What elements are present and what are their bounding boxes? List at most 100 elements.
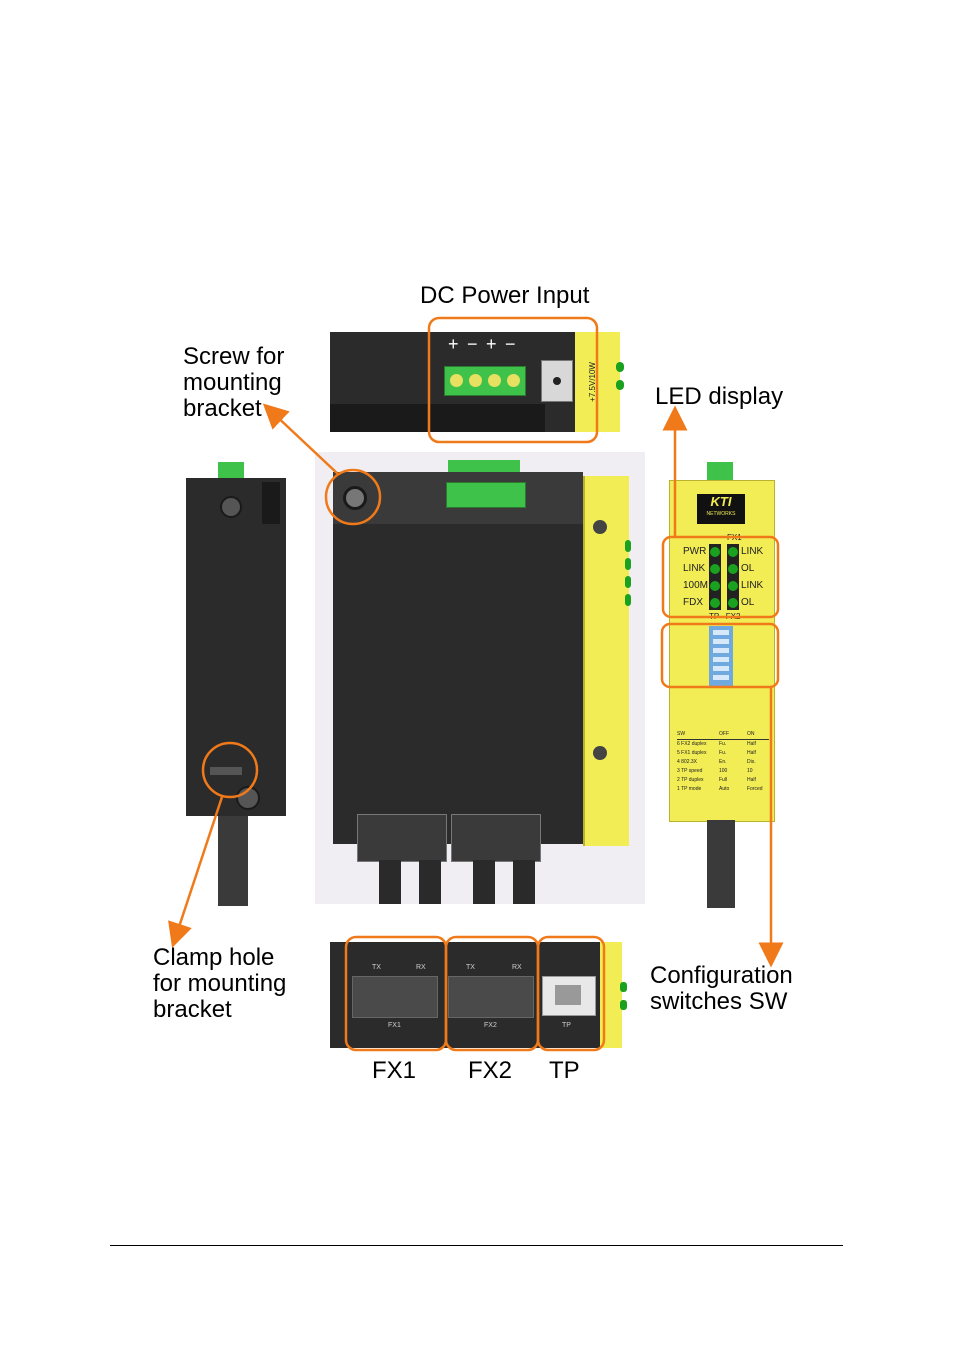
fiber-connector-fx2 [451,814,541,862]
led-nub [625,558,631,570]
callout-tp: TP [549,1057,580,1084]
side-rail [262,482,280,524]
fiber-cable [379,860,401,904]
sw-row-name: 3 TP speed [677,768,703,774]
led-indicator-icon [728,598,738,608]
sw-table-row: 6 FX2 duplex Fu. Half [677,740,769,749]
callout-configuration-switches: Configuration switches SW [650,962,793,1015]
terminal-sign: − [467,334,478,354]
dip-switch-block [709,626,733,686]
main-housing [333,524,583,844]
terminal-screw [450,374,463,387]
sw-header-off: OFF [719,731,729,737]
dip-switch [713,639,729,644]
tp-port-label: TP [562,1022,571,1029]
sw-header-on: ON [747,731,755,737]
led-nub [625,594,631,606]
mounting-screw-icon [343,486,367,510]
led-col-footer: TP FX2 [709,612,741,621]
callout-fx2: FX2 [468,1057,513,1084]
sw-table: SW OFF ON 6 FX2 duplex Fu. Half 5 FX1 du… [677,730,769,794]
dip-switch [713,666,729,671]
terminal-sign: − [505,334,516,354]
led-label-link-fx2: LINK [741,580,764,591]
sw-row-on: Dis. [747,759,756,765]
mounting-screw-icon [236,786,260,810]
front-panel-yellow-cap [600,942,622,1048]
callout-dc-power-input: DC Power Input [420,282,590,309]
led-nub [625,540,631,552]
voltage-label: +7.5V/10W [588,362,597,402]
led-nub [625,576,631,588]
sw-header-sw: SW [677,731,686,737]
tp-rj45-port [542,976,596,1016]
sw-row-name: 5 FX1 duplex [677,750,707,756]
main-yellow-side [583,476,629,846]
sw-row-name: 1 TP mode [677,786,702,792]
sw-row-on: 10 [747,768,753,774]
callout-screw-mounting-bracket: Screw for mounting bracket [183,343,285,422]
sw-row-off: En. [719,759,727,765]
led-indicator-icon [710,598,720,608]
sw-table-row: 1 TP mode Auto Forced [677,785,769,794]
terminal-sign: + [486,334,497,354]
sw-table-row: 5 FX1 duplex Fu. Half [677,749,769,758]
led-label-100m: 100M [683,580,709,591]
sw-table-row: 4 802.3X En. Dis. [677,758,769,767]
terminal-sign: + [448,334,459,354]
fiber-cable [707,820,735,908]
led-label-link-tp: LINK [683,563,706,574]
fiber-cable [218,816,248,906]
side-terminal-top [218,462,244,478]
sw-table-row: 2 TP duplex Full Half [677,776,769,785]
led-indicator-icon [728,564,738,574]
sw-row-on: Half [747,741,756,747]
sw-row-off: Auto [719,786,730,792]
led-indicator-icon [728,547,738,557]
sw-row-off: Full [719,777,728,783]
led-indicator-icon [728,581,738,591]
top-panel-yellow-cap [575,332,620,432]
dip-switch [713,630,729,635]
sw-table-row: 3 TP speed 100 10 [677,767,769,776]
led-label-fdx: FDX [683,597,703,608]
side-housing [186,478,286,816]
mounting-screw-icon [220,496,242,518]
led-col-header: FX1 [727,533,742,542]
fx1-port [352,976,438,1018]
fx2-port-label: FX2 [484,1022,497,1029]
dip-switch [713,675,729,680]
fx2-tx-label: TX [466,964,475,971]
sw-row-on: Half [747,777,756,783]
fx2-rx-label: RX [512,964,522,971]
terminal-screw [507,374,520,387]
sw-row-on: Half [747,750,756,756]
fx1-rx-label: RX [416,964,426,971]
kti-logo: KTI NETWORKS [697,494,745,524]
sw-table-header: SW OFF ON [677,730,769,740]
sw-row-off: 100 [719,768,728,774]
led-indicator-icon [710,564,720,574]
top-panel-rail [330,404,545,432]
fiber-cable [513,860,535,904]
terminal-screw [469,374,482,387]
led-label-pwr: PWR [683,546,707,557]
top-panel-view: + − + − +7.5V/10W [330,332,624,432]
fiber-cable [473,860,495,904]
sw-row-off: Fu. [719,741,727,747]
sw-row-off: Fu. [719,750,727,756]
front-panel-view: TX RX FX1 TX RX FX2 TP [330,942,627,1048]
dc-jack-hole [553,377,561,385]
fiber-cable [419,860,441,904]
side-terminal-top [707,462,733,480]
side-screw-icon [593,520,607,534]
led-nub [620,1000,627,1010]
led-nub [620,982,627,992]
led-indicator-icon [710,547,720,557]
dip-switch [713,657,729,662]
fx2-port [448,976,534,1018]
led-indicator-icon [710,581,720,591]
side-screw-icon [593,746,607,760]
clamp-hole [210,767,242,775]
dc-jack [541,360,573,402]
